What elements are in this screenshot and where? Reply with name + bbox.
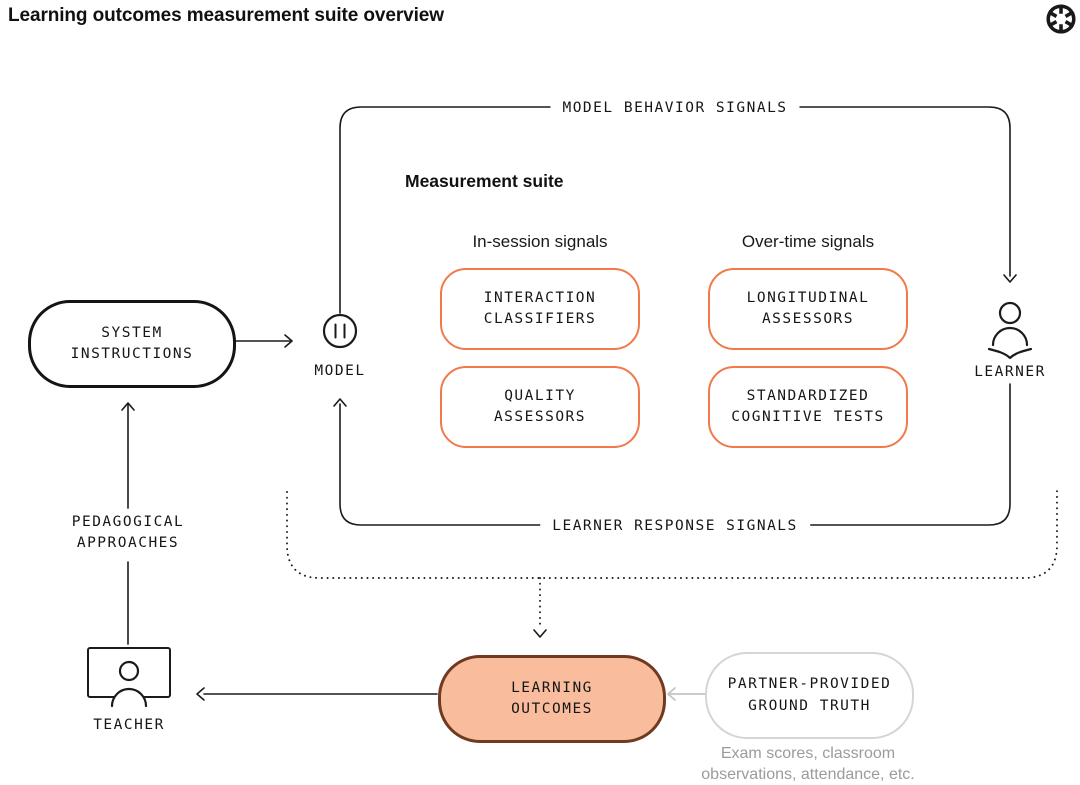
in-session-signals-header: In-session signals: [472, 232, 608, 251]
longitudinal-assessors-box: LONGITUDINAL ASSESSORS: [708, 268, 908, 350]
learner-icon: [987, 301, 1033, 360]
learner-response-signals-line: [333, 383, 1011, 526]
model-behavior-signals-label: MODEL BEHAVIOR SIGNALS: [550, 98, 800, 120]
interaction-classifiers-box: INTERACTION CLASSIFIERS: [440, 268, 640, 350]
signals-collection-dotted-line: [286, 490, 1058, 629]
system-to-model-arrow: [233, 334, 293, 348]
ground-truth-arrow: [667, 687, 707, 701]
page-title: Learning outcomes measurement suite over…: [8, 5, 444, 26]
learner-response-signals-label: LEARNER RESPONSE SIGNALS: [540, 516, 810, 538]
outcomes-to-teacher-arrow: [196, 687, 438, 701]
pedagogical-approaches-arrow: [121, 402, 135, 645]
model-icon: [322, 313, 358, 349]
arrowhead-up-to-model: [333, 398, 347, 407]
quality-assessors-label: QUALITY ASSESSORS: [493, 387, 587, 425]
standardized-cognitive-tests-label: STANDARDIZED COGNITIVE TESTS: [731, 387, 885, 425]
model-behavior-signals-line: [339, 106, 1017, 314]
longitudinal-assessors-label: LONGITUDINAL ASSESSORS: [746, 289, 870, 327]
measurement-suite-title: Measurement suite: [405, 171, 564, 191]
quality-assessors-box: QUALITY ASSESSORS: [440, 366, 640, 448]
openai-logo-icon: [1046, 4, 1076, 34]
standardized-cognitive-tests-box: STANDARDIZED COGNITIVE TESTS: [708, 366, 908, 448]
ground-truth-caption: Exam scores, classroom observations, att…: [701, 745, 915, 783]
learning-outcomes-label: LEARNING OUTCOMES: [511, 679, 593, 717]
interaction-classifiers-label: INTERACTION CLASSIFIERS: [483, 289, 597, 327]
model-label: MODEL: [314, 363, 366, 379]
system-instructions-node: SYSTEM INSTRUCTIONS: [28, 300, 236, 388]
partner-ground-truth-node: PARTNER-PROVIDED GROUND TRUTH: [705, 652, 914, 739]
pedagogical-approaches-label: PEDAGOGICAL APPROACHES: [71, 514, 185, 552]
system-instructions-label: SYSTEM INSTRUCTIONS: [70, 324, 194, 362]
teacher-icon: [87, 647, 171, 708]
learner-label: LEARNER: [974, 364, 1046, 380]
partner-ground-truth-label: PARTNER-PROVIDED GROUND TRUTH: [727, 676, 892, 714]
arrowhead-down-to-outcomes: [533, 629, 547, 638]
learning-outcomes-node: LEARNING OUTCOMES: [438, 655, 666, 743]
over-time-signals-header: Over-time signals: [741, 232, 875, 251]
arrowhead-down-to-learner: [1003, 274, 1017, 283]
teacher-label: TEACHER: [93, 717, 165, 733]
